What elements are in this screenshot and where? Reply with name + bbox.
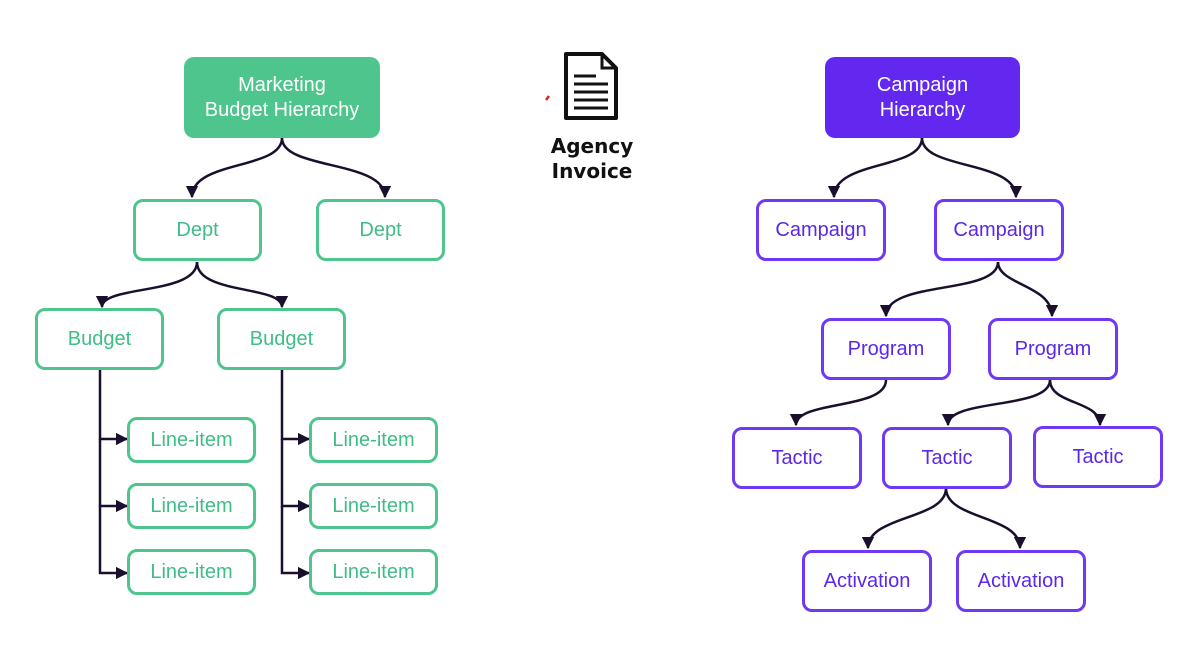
connector-tactic2-activation1 [861,487,948,550]
root-line-1: Campaign [876,73,969,96]
document-icon [545,52,618,120]
root-line-1: Marketing [238,73,326,96]
line-item-node: Line-item [127,549,256,595]
campaign-node: Campaign [756,199,886,261]
campaign-node: Campaign [934,199,1064,261]
connector-dept1-budget2 [195,261,289,309]
connector-budget1-line1 [98,370,129,446]
connector-dept1-budget1 [95,261,199,309]
program-node: Program [821,318,951,380]
agency-invoice-label: Agency Invoice [536,134,648,184]
program-node: Program [988,318,1118,380]
line-item-node: Line-item [127,483,256,529]
connector-campaign2-program2 [996,261,1059,318]
tactic-node: Tactic [732,427,862,489]
connector-campaign2-program1 [879,261,1000,318]
invoice-label-line-2: Invoice [551,159,633,183]
connector-budget1-line3 [98,506,129,580]
activation-node: Activation [956,550,1086,612]
connector-budget2-line2 [280,439,311,513]
connector-program2-tactic3 [1048,379,1107,427]
connector-tactic2-activation2 [944,487,1027,550]
dept-node: Dept [316,199,445,261]
activation-node: Activation [802,550,932,612]
line-item-node: Line-item [309,483,438,529]
root-line-2: Hierarchy [879,98,966,121]
connector-program1-tactic1 [789,379,888,427]
root-line-2: Budget Hierarchy [204,98,360,121]
line-item-node: Line-item [309,417,438,463]
tactic-node: Tactic [882,427,1012,489]
budget-node: Budget [35,308,164,370]
line-item-node: Line-item [309,549,438,595]
connector-root-dept2 [280,137,392,199]
connector-root-dept1 [185,137,284,199]
dept-node: Dept [133,199,262,261]
line-item-node: Line-item [127,417,256,463]
connector-root-campaign1 [827,137,924,199]
connector-root-campaign2 [920,137,1023,199]
connector-program2-tactic2 [941,379,1052,427]
marketing-budget-hierarchy-node: Marketing Budget Hierarchy [184,57,380,138]
connector-budget2-line3 [280,506,311,580]
invoice-label-line-1: Agency [550,134,634,158]
connector-budget2-line1 [280,370,311,446]
connector-budget1-line2 [98,439,129,513]
tactic-node: Tactic [1033,426,1163,488]
budget-node: Budget [217,308,346,370]
campaign-hierarchy-node: Campaign Hierarchy [825,57,1020,138]
